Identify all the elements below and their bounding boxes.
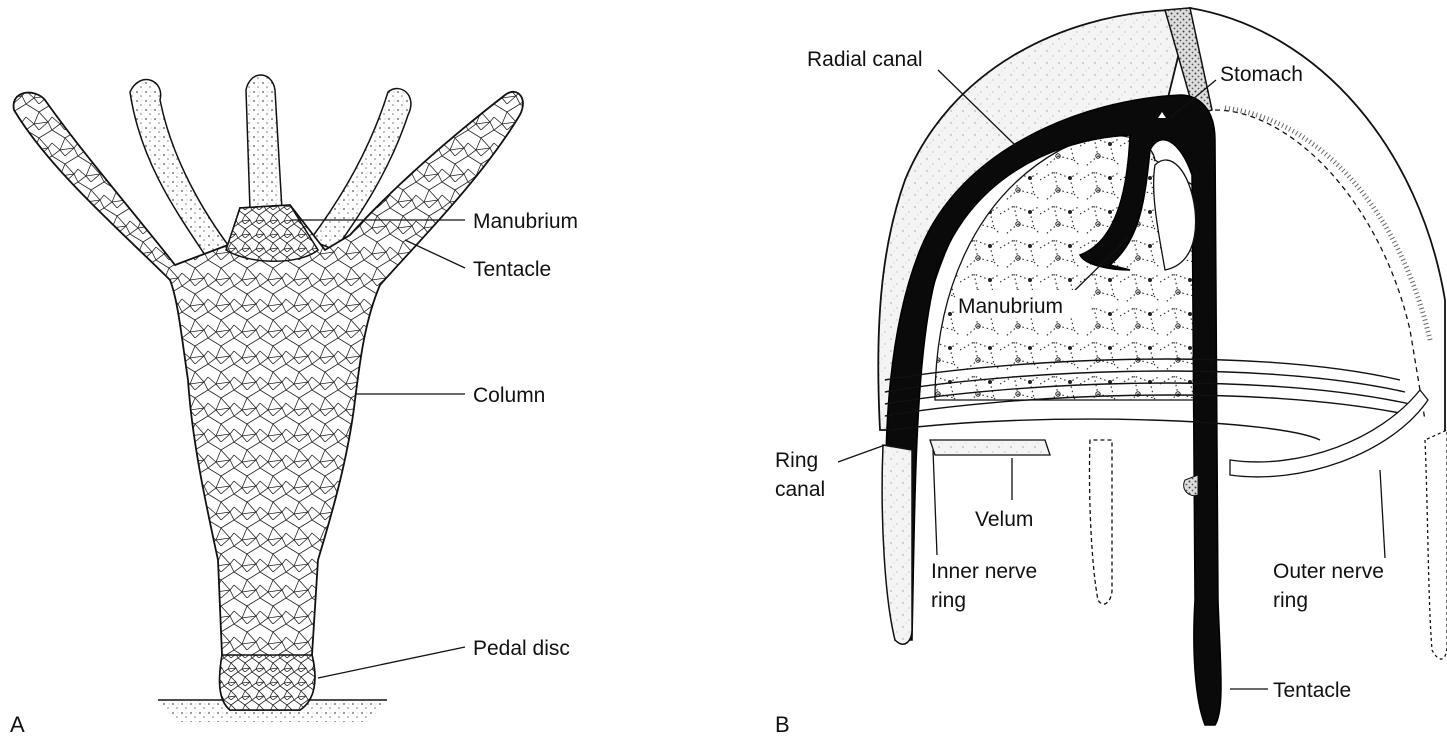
panel-b-medusa: Radial canal Stomach Manubrium Ring cana… (775, 8, 1447, 737)
medusa-radial-canal-right-outer (1225, 108, 1430, 340)
panel-letter-a: A (10, 712, 25, 737)
label-manubrium-b: Manubrium (958, 295, 1063, 318)
label-outer-nerve-line1: Outer nerve (1273, 560, 1384, 583)
leader-outer-nerve (1380, 470, 1385, 558)
label-radial-canal: Radial canal (807, 48, 923, 71)
label-ring-canal-line1: Ring (775, 449, 818, 472)
leader-pedal-disc-a (318, 647, 465, 678)
panel-a-polyp: Manubrium Tentacle Column Pedal disc A (10, 75, 578, 737)
polyp-manubrium (226, 205, 318, 261)
label-inner-nerve-line1: Inner nerve (931, 560, 1037, 583)
leader-inner-nerve (933, 450, 937, 555)
panel-letter-b: B (775, 712, 790, 737)
label-pedal-disc-a: Pedal disc (473, 637, 570, 660)
medusa-velum-shelf (930, 440, 1050, 455)
label-column-a: Column (473, 384, 545, 407)
medusa-tentacle-mid (1089, 440, 1112, 604)
medusa-tentacle-left (882, 445, 912, 644)
label-manubrium-a: Manubrium (473, 210, 578, 233)
medusa-tentacle-bulb (1184, 475, 1198, 496)
medusa-tentacle-far-right (1425, 430, 1447, 659)
label-ring-canal-line2: canal (775, 478, 825, 501)
leader-ring-canal (838, 445, 885, 462)
label-stomach: Stomach (1220, 63, 1303, 86)
inner-tentacle-middle (246, 75, 282, 210)
label-velum: Velum (975, 508, 1033, 531)
label-tentacle-a: Tentacle (473, 258, 551, 281)
label-inner-nerve-line2: ring (931, 589, 966, 612)
polyp-pedal-disc (220, 655, 315, 710)
label-tentacle-b: Tentacle (1273, 679, 1351, 702)
label-outer-nerve-line2: ring (1273, 589, 1308, 612)
leader-tentacle-a (405, 240, 465, 268)
